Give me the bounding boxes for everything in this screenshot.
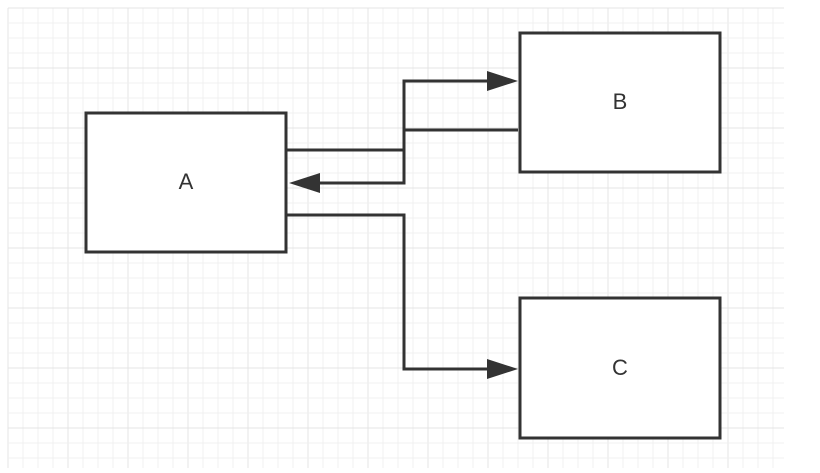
node-b-box[interactable]: [518, 31, 722, 174]
arrowhead-b-to-a: [289, 173, 320, 193]
node-c-label: C: [612, 355, 628, 380]
node-c[interactable]: C: [518, 296, 722, 440]
node-a[interactable]: A: [84, 111, 288, 254]
node-b[interactable]: B: [518, 31, 722, 174]
arrowhead-a-to-b: [487, 71, 518, 91]
edges-layer: [287, 71, 518, 379]
edge-b-to-a[interactable]: [320, 128, 518, 185]
node-b-label: B: [613, 89, 628, 114]
edge-a-to-c[interactable]: [287, 213, 487, 371]
node-a-label: A: [179, 169, 194, 194]
node-a-box[interactable]: [84, 111, 288, 254]
node-c-box[interactable]: [518, 296, 722, 440]
nodes-layer: A B C: [84, 31, 722, 440]
edge-a-to-b[interactable]: [287, 79, 487, 152]
arrowhead-a-to-c: [487, 359, 518, 379]
